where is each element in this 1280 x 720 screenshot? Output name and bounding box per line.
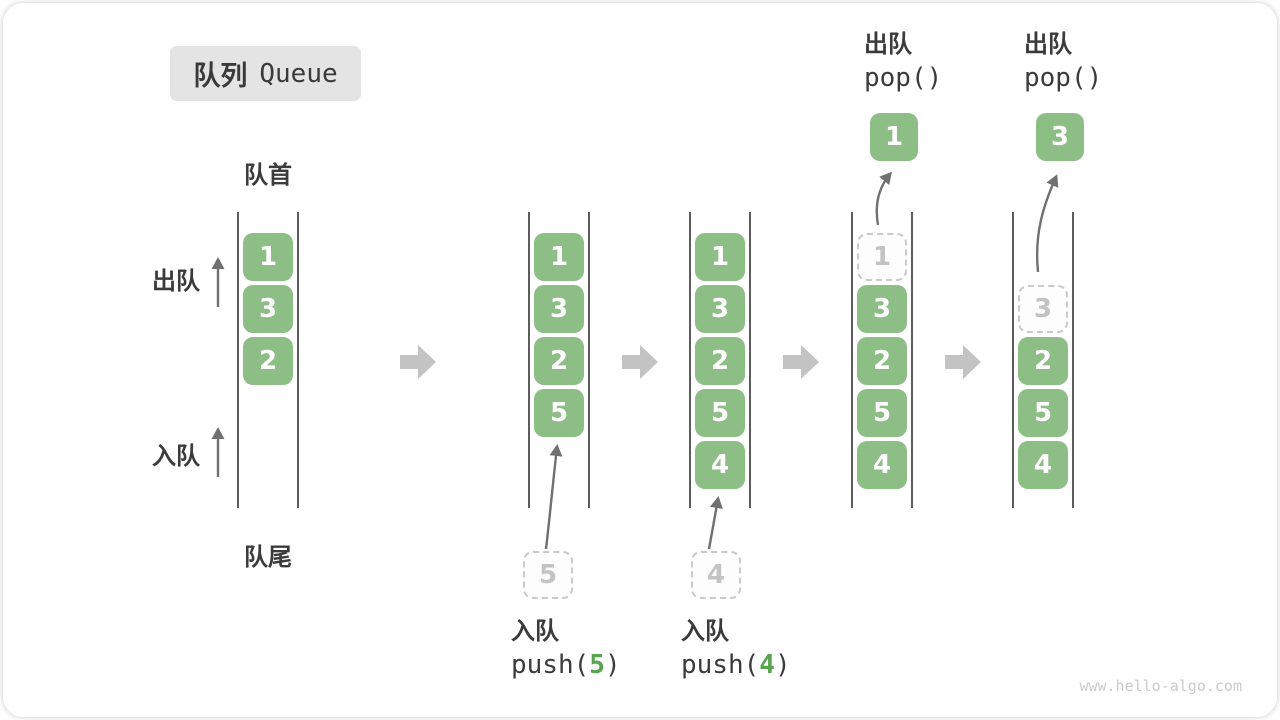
step-arrow-icon-3 [783,345,819,379]
pop-operation-1: 出队 pop() [864,28,942,96]
pop-operation-2: 出队 pop() [1024,28,1102,96]
push-5-code-arg: 5 [589,650,605,680]
queue-box: 4 [1018,441,1068,489]
queue-box: 2 [534,337,584,385]
popped-box-1: 1 [870,113,918,161]
queue-box: 1 [534,233,584,281]
pop-2-code: pop() [1024,63,1103,93]
queue-box: 5 [857,389,907,437]
step-arrow-icon-1 [400,345,436,379]
queue-box: 5 [695,389,745,437]
queue-rear-label: 队尾 [244,543,292,571]
push-4-code-prefix: push( [681,650,760,680]
enqueue-side-label: 入队 [152,442,200,470]
pop-2-action: 出队 [1024,30,1072,58]
title-en: Queue [259,58,338,89]
push-5-action: 入队 [511,617,559,645]
queue-box: 5 [534,389,584,437]
queue-column-2 [528,212,590,508]
queue-box: 4 [857,441,907,489]
queue-box-ghost: 3 [1018,285,1068,333]
pop-1-code: pop() [864,63,943,93]
push-4-code: push(4) [681,647,791,683]
queue-box: 3 [243,285,293,333]
push-operation-4: 入队 push(4) [681,615,791,683]
queue-box: 2 [1018,337,1068,385]
push-operation-5: 入队 push(5) [511,615,621,683]
queue-column-5 [1012,212,1074,508]
title-zh: 队列 [193,61,248,92]
push-4-code-suffix: ) [774,650,791,680]
queue-box: 3 [695,285,745,333]
queue-box: 2 [695,337,745,385]
queue-column-1 [237,212,299,508]
push-5-code-suffix: ) [604,650,621,680]
queue-box: 3 [534,285,584,333]
popped-box-3: 3 [1036,113,1084,161]
watermark: www.hello-algo.com [1079,677,1242,695]
queue-column-4 [851,212,913,508]
queue-box: 3 [857,285,907,333]
queue-column-3 [689,212,751,508]
queue-box: 5 [1018,389,1068,437]
step-arrow-icon-2 [622,345,658,379]
staged-box-4: 4 [691,551,741,599]
step-arrow-icon-4 [945,345,981,379]
push-4-code-arg: 4 [759,650,775,680]
queue-box: 1 [695,233,745,281]
dequeue-side-label: 出队 [152,267,200,295]
queue-box: 2 [857,337,907,385]
staged-box-5: 5 [523,551,573,599]
title-badge: 队列 Queue [170,46,361,101]
queue-front-label: 队首 [244,161,292,189]
queue-box: 1 [243,233,293,281]
queue-box-ghost: 1 [857,233,907,281]
push-4-action: 入队 [681,617,729,645]
queue-box: 4 [695,441,745,489]
queue-box: 2 [243,337,293,385]
push-5-code-prefix: push( [511,650,590,680]
push-5-code: push(5) [511,647,621,683]
pop-1-action: 出队 [864,30,912,58]
